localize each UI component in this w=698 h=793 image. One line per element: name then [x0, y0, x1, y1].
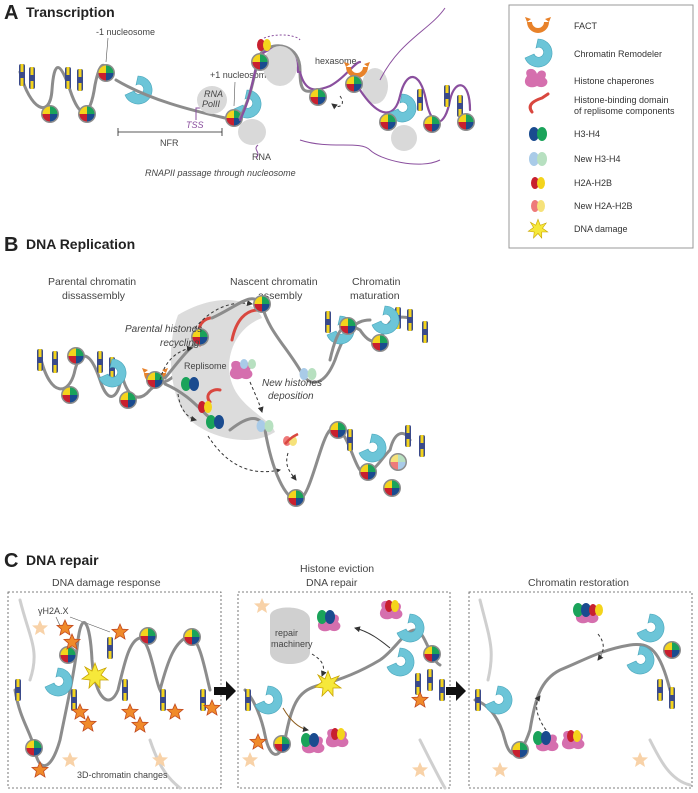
panel-a-title: Transcription [26, 4, 115, 20]
legend-remodeler: Chromatin Remodeler [574, 49, 662, 59]
minus1-label: -1 nucleosome [96, 27, 155, 37]
repair-label-1: repair [275, 628, 298, 638]
binding-domain-icon [528, 92, 550, 114]
legend-binding-domain: Histone-binding domain [574, 95, 669, 105]
rna-label: RNA [252, 152, 271, 162]
box3-title: Chromatin restoration [528, 577, 629, 589]
chromatin-changes-label: 3D-chromatin changes [77, 770, 168, 780]
box2-title-2: DNA repair [306, 577, 358, 589]
legend-h2a-h2b: H2A-H2B [574, 178, 612, 188]
col3-label-1: Chromatin [352, 276, 401, 288]
deposition-label-2: deposition [268, 391, 314, 402]
repair-box-1: DNA damage response γH2A.X [7, 577, 222, 790]
legend-dna-damage: DNA damage [574, 224, 628, 234]
panel-c-title: DNA repair [26, 552, 99, 568]
deposition-label-1: New histones [262, 378, 322, 389]
recycling-label-1: Parental histones [125, 324, 202, 335]
legend-new-h3h4: New H3-H4 [574, 154, 621, 164]
plus1-label: +1 nucleosome [210, 70, 271, 80]
repair-machinery [270, 607, 310, 664]
new-h3h4-icon [529, 152, 547, 166]
repair-box-2: Histone eviction DNA repair repair machi… [237, 563, 451, 790]
box2-title-1: Histone eviction [300, 563, 374, 575]
panel-a: A Transcription -1 nucleosome NFR TSS RN… [4, 2, 475, 178]
minus1-nucleosome [97, 64, 115, 82]
panel-c: C DNA repair DNA damage response γH2A.X [4, 550, 693, 790]
tss-label: TSS [186, 120, 204, 130]
panel-c-letter: C [4, 550, 18, 572]
repair-label-2: machinery [271, 639, 313, 649]
h2a-h2b-icon [531, 177, 545, 189]
h3h4-icon [529, 127, 547, 141]
panel-b-title: DNA Replication [26, 236, 135, 252]
box1-title: DNA damage response [52, 577, 161, 589]
panel-a-chromatin-left [18, 63, 115, 123]
legend: FACT Chromatin Remodeler Histone chapero… [508, 4, 694, 249]
col2-label-1: Nascent chromatin [230, 276, 318, 288]
rnapol-label-1: RNA [204, 89, 223, 99]
repair-box-3: Chromatin restoration [468, 577, 693, 789]
panel-b-letter: B [4, 234, 18, 256]
col3-label-2: maturation [350, 290, 400, 302]
legend-binding-domain-2: of replisome components [574, 106, 675, 116]
legend-box [508, 4, 694, 249]
legend-chaperones: Histone chaperones [574, 76, 655, 86]
panel-b: B DNA Replication Parental chromatin dis… [4, 234, 428, 507]
recycling-label-2: recycling [160, 338, 200, 349]
panel-a-caption: RNAPII passage through nucleosome [145, 168, 296, 178]
nfr-label: NFR [160, 138, 179, 148]
hexasome-label: hexasome [315, 56, 357, 66]
hexasome [309, 88, 327, 106]
replisome-label: Replisome [184, 361, 227, 371]
step-arrow-1 [214, 681, 236, 701]
panel-a-letter: A [4, 2, 18, 24]
legend-h3h4: H3-H4 [574, 129, 600, 139]
legend-new-h2a-h2b: New H2A-H2B [574, 201, 633, 211]
rna-pol-ii [197, 86, 227, 114]
legend-fact: FACT [574, 21, 598, 31]
new-h2a-h2b-icon [531, 200, 545, 212]
gh2ax-label: γH2A.X [38, 606, 69, 616]
step-arrow-2 [446, 681, 466, 701]
col1-label-2: dissassembly [62, 290, 126, 302]
rnapol-label-2: PolII [202, 99, 221, 109]
col1-label-1: Parental chromatin [48, 276, 136, 288]
